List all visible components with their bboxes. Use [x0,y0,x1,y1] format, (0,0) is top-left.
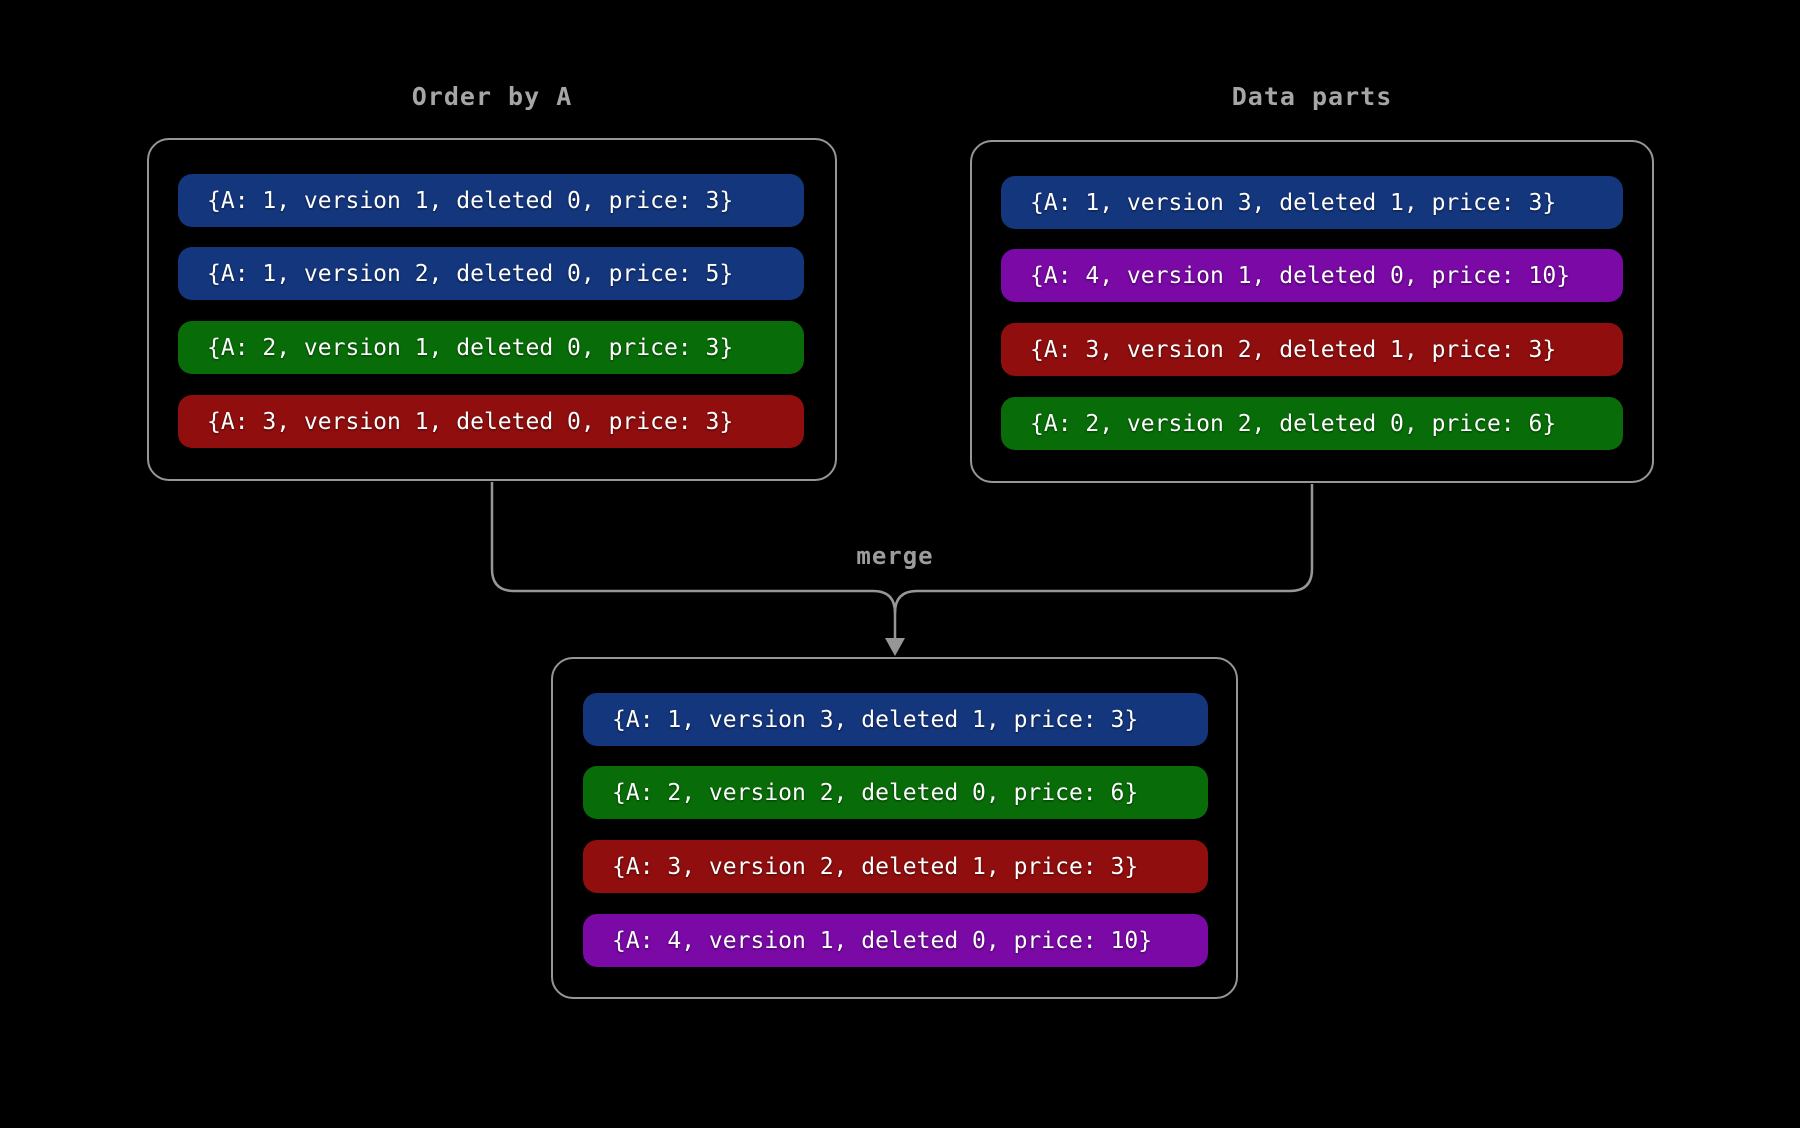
data-row: {A: 3, version 2, deleted 1, price: 3} [583,840,1208,893]
data-parts-panel: {A: 1, version 3, deleted 1, price: 3} {… [970,140,1654,483]
data-row: {A: 4, version 1, deleted 0, price: 10} [583,914,1208,967]
data-row: {A: 1, version 2, deleted 0, price: 5} [178,247,804,300]
merge-label: merge [856,542,934,570]
data-row: {A: 4, version 1, deleted 0, price: 10} [1001,249,1623,302]
data-row: {A: 3, version 1, deleted 0, price: 3} [178,395,804,448]
order-by-a-title: Order by A [411,82,573,111]
data-row: {A: 1, version 3, deleted 1, price: 3} [583,693,1208,746]
data-row: {A: 2, version 2, deleted 0, price: 6} [583,766,1208,819]
data-row: {A: 1, version 3, deleted 1, price: 3} [1001,176,1623,229]
order-by-a-panel: {A: 1, version 1, deleted 0, price: 3} {… [147,138,837,481]
data-row: {A: 2, version 2, deleted 0, price: 6} [1001,397,1623,450]
data-row: {A: 1, version 1, deleted 0, price: 3} [178,174,804,227]
arrow-down-icon [885,638,905,656]
merged-result-panel: {A: 1, version 3, deleted 1, price: 3} {… [551,657,1238,999]
data-row: {A: 3, version 2, deleted 1, price: 3} [1001,323,1623,376]
data-row: {A: 2, version 1, deleted 0, price: 3} [178,321,804,374]
data-parts-title: Data parts [1231,82,1393,111]
